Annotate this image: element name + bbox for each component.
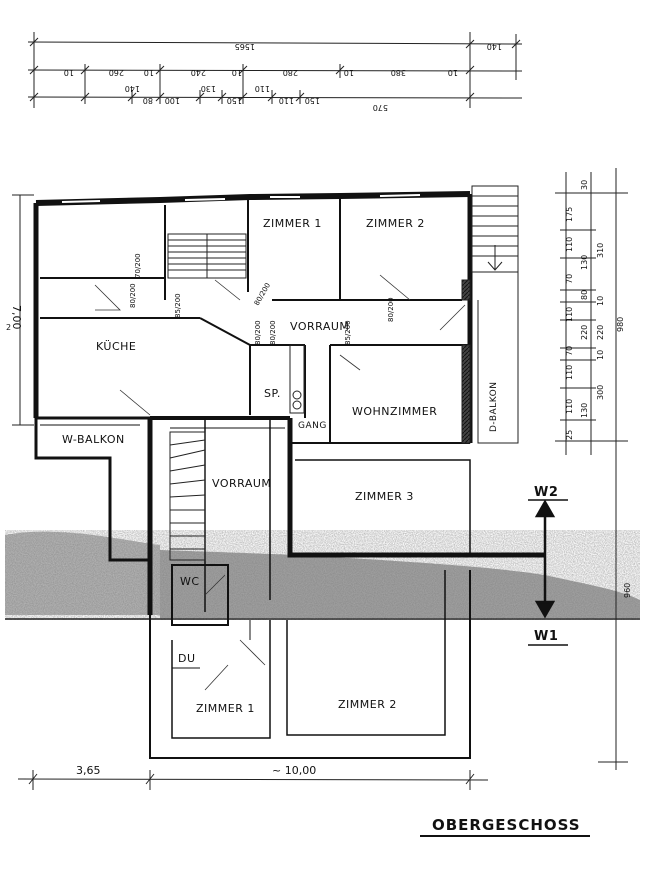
- opening-3: 85/200: [174, 293, 182, 318]
- room-label-vorraum-top: VORRAUM: [290, 320, 349, 333]
- dim-right-7: 220: [580, 325, 589, 340]
- room-label-gang: GANG: [298, 421, 327, 431]
- dim-row2-3: 240: [191, 68, 206, 77]
- staircase-upper: [167, 233, 247, 279]
- dim-right-mid-1: 10: [596, 296, 605, 306]
- dim-row3-3: 130: [201, 84, 216, 93]
- opening-8: 80/200: [387, 297, 395, 322]
- dim-right-mid-4: 300: [596, 385, 605, 400]
- walls-lower: [149, 564, 471, 759]
- dim-right-mid-2: 220: [596, 325, 605, 340]
- door-swings-lower: [204, 574, 266, 691]
- dim-right-4: 70: [565, 274, 574, 284]
- opening-4: 80/200: [253, 282, 272, 307]
- room-label-wohnzimmer: WOHNZIMMER: [352, 405, 437, 418]
- section-label-w2: W2: [534, 485, 558, 500]
- room-label-kueche: KÜCHE: [96, 340, 136, 353]
- dim-left-marker: 2: [6, 323, 11, 332]
- opening-6: 80/200: [269, 320, 277, 345]
- dim-row3-2: 100: [165, 96, 180, 105]
- dim-row2-0: 10: [64, 68, 74, 77]
- opening-1: 70/200: [134, 253, 142, 278]
- dim-right-2: 110: [565, 237, 574, 252]
- opening-2: 80/200: [129, 283, 137, 308]
- room-label-wc: WC: [180, 575, 200, 588]
- dim-right-10: 130: [580, 403, 589, 418]
- dim-right-side: 960: [623, 583, 632, 598]
- dim-bottom-left: 3,65: [76, 764, 101, 777]
- room-label-zimmer1-bottom: ZIMMER 1: [196, 702, 255, 715]
- room-label-zimmer3: ZIMMER 3: [355, 490, 414, 503]
- exterior-stairs-right: [471, 185, 519, 444]
- bottom-dimension: [17, 770, 489, 790]
- dim-row3-5: 110: [255, 84, 270, 93]
- dim-total-top: 1565: [235, 42, 255, 51]
- dim-row2-2: 10: [144, 68, 154, 77]
- left-dimension: [12, 194, 34, 426]
- interior-walls-upper: [40, 198, 470, 443]
- dim-right-12: 25: [565, 430, 574, 440]
- door-swings-upper: [94, 274, 466, 416]
- dim-bottom-right: ~ 10,00: [272, 764, 316, 777]
- section-marker: [528, 499, 568, 646]
- dim-right-8: 70: [565, 346, 574, 356]
- opening-5: 80/200: [254, 320, 262, 345]
- dim-row3-6: 110: [279, 96, 294, 105]
- dim-right-mid-3: 10: [596, 350, 605, 360]
- dim-row2-8: 10: [448, 68, 458, 77]
- dim-row3-1: 80: [143, 96, 153, 105]
- room-labels: ZIMMER 1 ZIMMER 2 KÜCHE VORRAUM SP. GANG…: [62, 217, 499, 715]
- dim-overhang: 140: [487, 42, 502, 51]
- opening-7: 85/200: [344, 320, 352, 345]
- staircase-middle: [169, 431, 206, 561]
- storage-fixtures: [289, 279, 471, 444]
- dim-right-0: 30: [580, 180, 589, 190]
- dim-right-mid-0: 310: [596, 243, 605, 258]
- room-label-du: DU: [178, 652, 196, 665]
- dim-row2-6: 10: [344, 68, 354, 77]
- room-label-vorraum-mid: VORRAUM: [212, 477, 271, 490]
- room-label-w-balkon: W-BALKON: [62, 433, 125, 446]
- dim-row3-0: 140: [125, 84, 140, 93]
- dim-row2-1: 260: [109, 68, 124, 77]
- dim-row2-7: 380: [391, 68, 406, 77]
- right-dimension-labels: 30 175 110 130 70 80 110 220 70 110 130 …: [565, 180, 632, 598]
- top-dimension-chains: [27, 32, 523, 108]
- dim-right-total: 980: [616, 317, 625, 332]
- dim-row3-7: 150: [305, 96, 320, 105]
- section-label-w1: W1: [534, 629, 558, 644]
- w-balkon-outline: [34, 418, 150, 562]
- dim-right-6: 110: [565, 307, 574, 322]
- walls-middle: [147, 418, 545, 615]
- dim-row3-4: 150: [227, 96, 242, 105]
- window-marks-top: [61, 194, 421, 203]
- dim-right-9: 110: [565, 365, 574, 380]
- room-label-d-balkon: D-BALKON: [489, 382, 499, 432]
- room-label-zimmer2-bottom: ZIMMER 2: [338, 698, 397, 711]
- dim-row3-8: 570: [373, 103, 388, 112]
- dim-row2-5: 280: [283, 68, 298, 77]
- right-dimension-chains: [555, 168, 628, 770]
- room-label-zimmer2-top: ZIMMER 2: [366, 217, 425, 230]
- room-label-sp: SP.: [264, 387, 281, 400]
- dim-right-1: 175: [565, 207, 574, 222]
- dim-right-3: 130: [580, 255, 589, 270]
- top-dimension-labels: 1565 140 10 260 10 240 10 280 10 380 10 …: [64, 42, 502, 112]
- dim-row2-4: 10: [232, 68, 242, 77]
- room-label-zimmer1-top: ZIMMER 1: [263, 217, 322, 230]
- dim-right-11: 110: [565, 399, 574, 414]
- dim-left-height: 7,00: [10, 305, 23, 330]
- dim-right-5: 80: [580, 290, 589, 300]
- plan-title: OBERGESCHOSS: [432, 816, 581, 834]
